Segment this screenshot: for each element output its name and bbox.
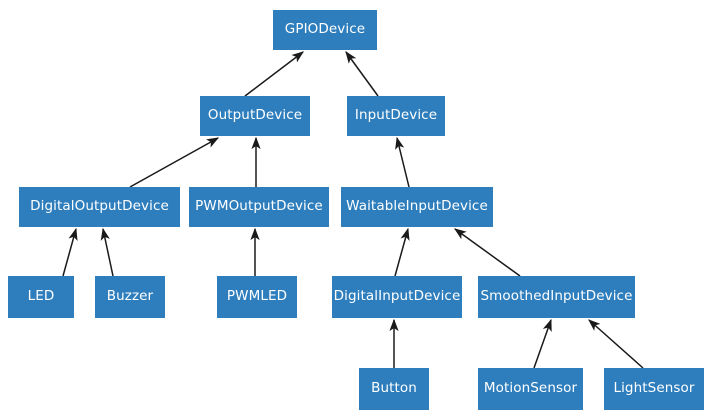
inheritance-arrow-smoothedinputdevice-to-waitableinputdevice: [454, 228, 521, 277]
class-node-label: MotionSensor: [483, 380, 578, 397]
class-node-label: LED: [27, 288, 55, 305]
class-node-smoothedinputdevice[interactable]: SmoothedInputDevice: [478, 276, 635, 318]
class-node-digitalinputdevice[interactable]: DigitalInputDevice: [332, 276, 462, 318]
inheritance-arrow-motionsensor-to-smoothedinputdevice: [533, 318, 552, 369]
inheritance-arrow-digitaloutputdevice-to-outputdevice: [129, 137, 220, 188]
class-node-digitaloutputdevice[interactable]: DigitalOutputDevice: [19, 187, 180, 227]
class-node-label: PWMLED: [226, 288, 288, 305]
class-node-pwmled[interactable]: PWMLED: [217, 276, 297, 318]
class-node-button[interactable]: Button: [359, 368, 429, 410]
class-node-label: DigitalInputDevice: [333, 288, 461, 305]
class-node-outputdevice[interactable]: OutputDevice: [200, 96, 310, 136]
class-node-inputdevice[interactable]: InputDevice: [347, 96, 445, 136]
inheritance-arrow-waitableinputdevice-to-inputdevice: [395, 136, 410, 188]
class-node-led[interactable]: LED: [8, 276, 74, 318]
class-node-pwmoutputdevice[interactable]: PWMOutputDevice: [189, 187, 329, 227]
class-node-label: Buzzer: [106, 288, 154, 305]
class-node-label: DigitalOutputDevice: [30, 198, 169, 215]
class-node-waitableinputdevice[interactable]: WaitableInputDevice: [341, 187, 493, 227]
class-node-label: InputDevice: [354, 107, 438, 124]
class-node-gpiodevice[interactable]: GPIODevice: [273, 10, 377, 50]
class-node-motionsensor[interactable]: MotionSensor: [478, 368, 583, 410]
inheritance-arrow-outputdevice-to-gpiodevice: [244, 51, 304, 97]
class-node-label: LightSensor: [613, 380, 695, 397]
class-node-label: OutputDevice: [207, 107, 303, 124]
inheritance-arrow-digitalinputdevice-to-waitableinputdevice: [394, 227, 410, 277]
inheritance-arrow-lightsensor-to-smoothedinputdevice: [588, 319, 644, 369]
class-node-lightsensor[interactable]: LightSensor: [604, 368, 704, 410]
class-node-label: PWMOutputDevice: [195, 198, 323, 215]
class-node-buzzer[interactable]: Buzzer: [95, 276, 165, 318]
class-node-label: SmoothedInputDevice: [480, 288, 633, 305]
class-node-label: WaitableInputDevice: [346, 198, 488, 215]
inheritance-arrow-inputdevice-to-gpiodevice: [345, 51, 379, 97]
class-node-label: Button: [371, 380, 417, 397]
inheritance-arrow-buzzer-to-digitaloutputdevice: [100, 227, 114, 277]
inheritance-arrow-led-to-digitaloutputdevice: [62, 227, 78, 277]
class-node-label: GPIODevice: [284, 21, 366, 38]
